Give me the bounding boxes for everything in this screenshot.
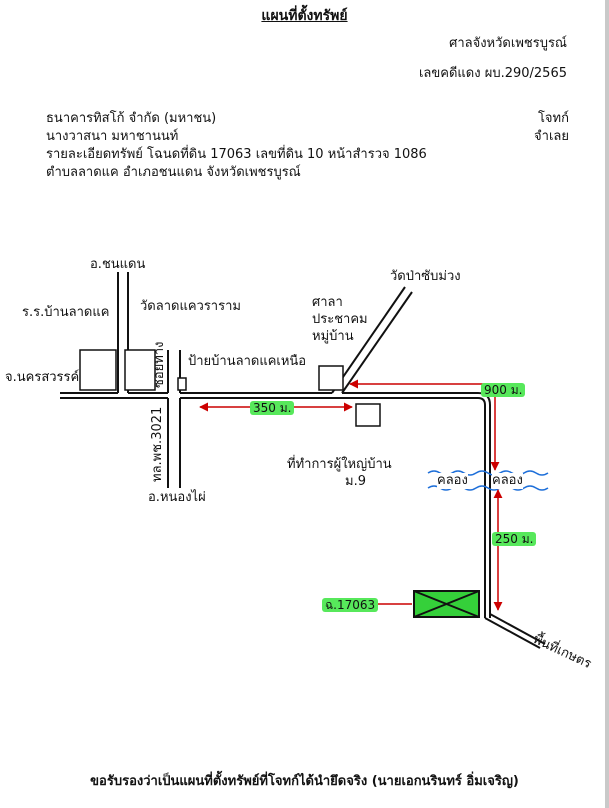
label-sala-line2: ประชาคม [312,312,368,327]
distance-350-label: 350 ม. [250,401,295,416]
label-school: ร.ร.บ้านลาดแค [22,305,110,320]
label-canal-left: คลอง [437,473,468,489]
sign-marker [177,377,187,391]
label-chon-daen: อ.ชนแดน [90,257,146,272]
label-sala-line3: หมู่บ้าน [312,329,354,344]
label-headman-office: ที่ทำการผู้ใหญ่บ้าน [287,457,392,472]
plaintiff-name: ธนาคารทิสโก้ จำกัด (มหาชน) [46,111,217,126]
court-name: ศาลจังหวัดเพชรบูรณ์ [449,36,567,51]
case-number: เลขคดีแดง ผบ.290/2565 [418,66,567,81]
school-building [79,349,117,391]
distance-900-label: 900 ม. [481,383,526,398]
highway-3021-road [167,350,181,488]
label-alley: ซอยทาง [152,341,167,388]
east-road [484,405,546,649]
label-highway-3021: ทล.พช.3021 [150,406,165,482]
label-sala-line1: ศาลา [312,295,343,310]
map-title: แผนที่ตั้งทรัพย์ [261,8,348,24]
defendant-name: นางวาสนา มหาชานนท์ [46,129,179,144]
headman-office-building [355,403,381,427]
label-nong-phai: อ.หนองไผ่ [148,490,206,505]
property-location: ตำบลลาดแค อำเภอชนแดน จังหวัดเพชรบูรณ์ [46,165,301,180]
label-canal-right: คลอง [492,473,523,489]
label-village-sign: ป้ายบ้านลาดแคเหนือ [188,354,307,369]
wat-pa-road [331,286,413,394]
property-detail: รายละเอียดทรัพย์ โฉนดที่ดิน 17063 เลขที่… [46,147,427,162]
distance-250-label: 250 ม. [492,532,537,547]
label-temple: วัดลาดแควราราม [140,299,241,314]
plaintiff-role: โจทก์ [537,111,569,126]
plot-number-label: ฉ.17063 [322,598,379,613]
defendant-role: จำเลย [534,129,569,144]
sala-building [318,365,344,391]
plot-17063-marker [413,590,480,618]
page-edge [605,0,609,808]
label-wat-pa-sap-muang: วัดป่าซับม่วง [390,269,461,284]
certification-footer: ขอรับรองว่าเป็นแผนที่ตั้งทรัพย์ที่โจทก์ไ… [90,774,519,789]
temple-building [124,349,156,391]
label-nakhon-sawan: จ.นครสวรรค์ [5,370,80,385]
label-village-9: ม.9 [345,474,366,489]
